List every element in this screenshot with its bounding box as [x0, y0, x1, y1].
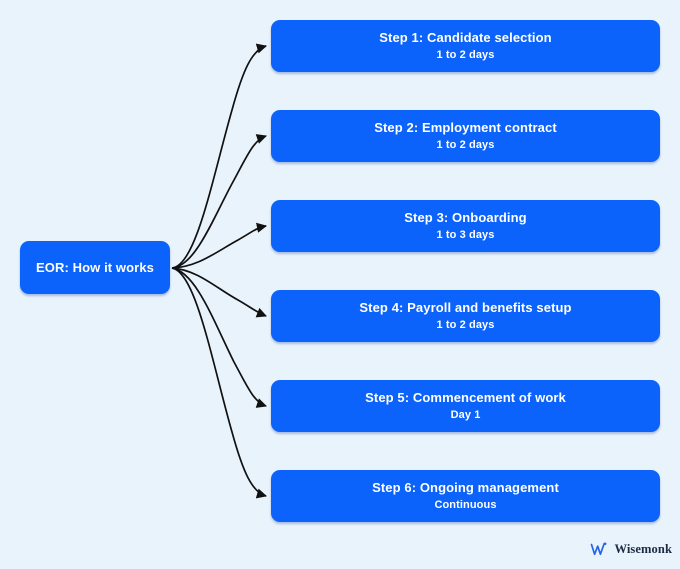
- step-node-1-duration: 1 to 2 days: [436, 48, 495, 61]
- step-node-2-duration: 1 to 2 days: [436, 138, 495, 151]
- step-node-1[interactable]: Step 1: Candidate selection 1 to 2 days: [271, 20, 660, 72]
- step-node-4-duration: 1 to 2 days: [436, 318, 495, 331]
- step-node-5-title: Step 5: Commencement of work: [365, 389, 566, 405]
- watermark-brand: Wisemonk: [614, 542, 672, 556]
- step-node-2-title: Step 2: Employment contract: [374, 119, 557, 135]
- root-node-label: EOR: How it works: [36, 260, 154, 275]
- step-node-2[interactable]: Step 2: Employment contract 1 to 2 days: [271, 110, 660, 162]
- watermark: Wisemonk: [590, 542, 672, 557]
- step-node-6-title: Step 6: Ongoing management: [372, 479, 559, 495]
- root-node[interactable]: EOR: How it works: [20, 241, 170, 294]
- connector-to-step-1: [171, 43, 267, 269]
- step-node-4-title: Step 4: Payroll and benefits setup: [359, 299, 572, 315]
- step-node-6[interactable]: Step 6: Ongoing management Continuous: [271, 470, 660, 522]
- wisemonk-w-logo-icon: [590, 542, 609, 557]
- step-node-3-duration: 1 to 3 days: [436, 228, 495, 241]
- step-node-5[interactable]: Step 5: Commencement of work Day 1: [271, 380, 660, 432]
- connector-to-step-3: [171, 222, 268, 269]
- connector-to-step-2: [171, 134, 267, 269]
- step-node-1-title: Step 1: Candidate selection: [379, 29, 552, 45]
- step-node-5-duration: Day 1: [450, 408, 481, 421]
- connector-to-step-5: [171, 267, 267, 408]
- step-node-3[interactable]: Step 3: Onboarding 1 to 3 days: [271, 200, 660, 252]
- step-node-3-title: Step 3: Onboarding: [404, 209, 527, 225]
- step-node-6-duration: Continuous: [434, 498, 497, 511]
- connector-to-step-6: [171, 267, 267, 499]
- connector-to-step-4: [171, 267, 267, 318]
- step-node-4[interactable]: Step 4: Payroll and benefits setup 1 to …: [271, 290, 660, 342]
